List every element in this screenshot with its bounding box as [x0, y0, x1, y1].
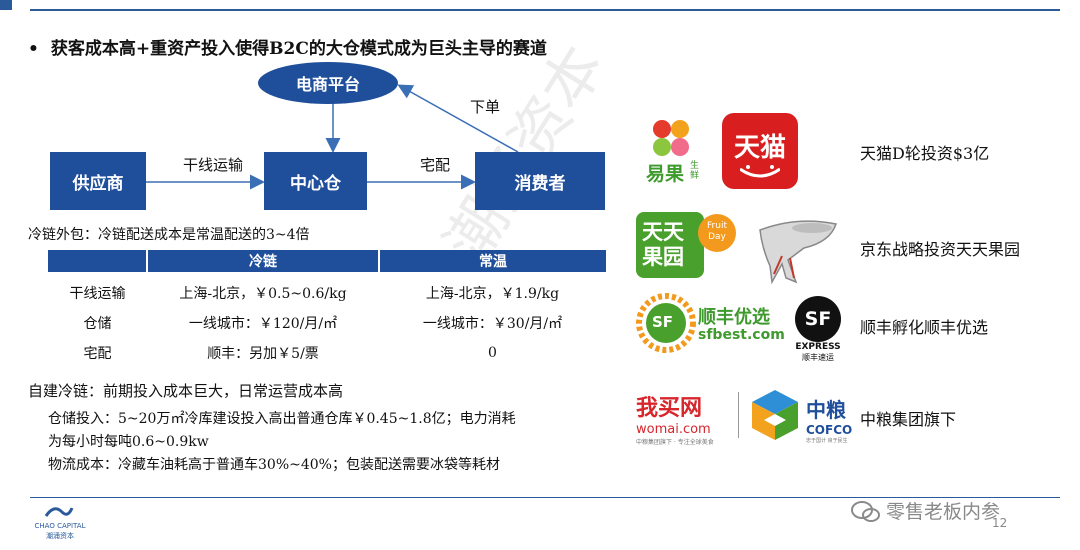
label-tmall: 天猫D轮投资$3亿	[860, 144, 990, 163]
bullet: •	[28, 39, 39, 59]
tmall-logo: 天猫	[722, 113, 798, 189]
sfbest-cn: 顺丰优选	[698, 307, 770, 328]
label-delivery: 宅配	[420, 156, 451, 174]
fruitday-line2: Day	[708, 232, 726, 242]
table-cell: 顺丰：另加￥5/票	[207, 346, 319, 362]
label-sf: 顺丰孵化顺丰优选	[860, 318, 989, 337]
table-cell: 上海-北京，￥1.9/kg	[425, 286, 560, 302]
womai-logo: 我买网 womai.com 中粮集团旗下 · 专注全球美食	[636, 390, 736, 446]
sf-express-mark: SF	[795, 296, 841, 342]
table-row: 干线运输 上海-北京，￥0.5~0.6/kg 上海-北京，￥1.9/kg	[48, 272, 606, 308]
table-cell: 宅配	[83, 346, 112, 362]
cofco-cn: 中粮	[806, 398, 846, 422]
yiguo-logo: 易果 生鲜	[640, 115, 712, 187]
jd-dog-icon	[759, 220, 837, 285]
node-center: 中心仓	[264, 152, 367, 210]
node-consumer: 消费者	[475, 152, 605, 210]
top-fragment	[0, 0, 12, 10]
node-supplier: 供应商	[50, 152, 146, 210]
table-header-empty	[48, 250, 147, 272]
fruitday-badge: Fruit Day	[698, 214, 736, 252]
brand-cn: 潮涌资本	[46, 532, 74, 540]
tmall-cat-face-icon	[740, 165, 780, 178]
womai-cn: 我买网	[636, 396, 703, 421]
arrow-order	[397, 84, 519, 153]
sf-express-en: EXPRESS	[795, 342, 841, 352]
yiguo-sub: 生鲜	[690, 161, 700, 181]
chao-capital-logo: CHAO CAPITAL 潮涌资本	[18, 500, 102, 544]
footer-rule	[30, 497, 1060, 498]
table-row: 宅配 顺丰：另加￥5/票 0	[48, 338, 606, 368]
tiantian-logo: 天天 果园	[636, 212, 704, 278]
cofco-cube-icon	[752, 390, 798, 440]
cofco-en: COFCO	[806, 423, 853, 437]
table-cell: 一线城市：￥120/月/㎡	[188, 316, 338, 332]
flow-arrows	[146, 84, 519, 190]
tiantian-line2: 果园	[642, 245, 684, 269]
womai-en: womai.com	[636, 422, 711, 437]
table-header-normal: 常温	[378, 250, 606, 272]
self-build-line2: 为每小时每吨0.6~0.9kw	[48, 434, 209, 450]
table-cell: 一线城市：￥30/月/㎡	[422, 316, 563, 332]
womai-tag: 中粮集团旗下 · 专注全球美食	[636, 439, 714, 446]
page-number: 12	[992, 516, 1008, 530]
fruitday-line1: Fruit	[707, 221, 727, 231]
label-jd: 京东战略投资天天果园	[860, 240, 1021, 259]
cost-table: 冷链 常温 干线运输 上海-北京，￥0.5~0.6/kg 上海-北京，￥1.9/…	[48, 250, 606, 368]
brand-en: CHAO CAPITAL	[34, 522, 86, 530]
label-order: 下单	[470, 98, 501, 116]
table-cell: 上海-北京，￥0.5~0.6/kg	[179, 286, 347, 302]
self-build-line1: 仓储投入：5~20万㎡冷库建设投入高出普通仓库￥0.45~1.8亿；电力消耗	[48, 411, 516, 427]
self-build-title: 自建冷链：前期投入成本巨大，日常运营成本高	[28, 382, 344, 400]
sfbest-logo: SF 顺丰优选 sfbest.com	[636, 293, 786, 353]
table-row: 仓储 一线城市：￥120/月/㎡ 一线城市：￥30/月/㎡	[48, 308, 606, 338]
self-build-line3: 物流成本：冷藏车油耗高于普通车30%~40%；包装配送需要冰袋等耗材	[48, 457, 500, 473]
top-rule	[0, 0, 1060, 12]
cofco-logo: 中粮 COFCO 忠于国计 良于民生	[806, 394, 858, 444]
label-trunk: 干线运输	[183, 156, 244, 174]
chao-wave-icon	[44, 507, 74, 517]
table-cell: 干线运输	[69, 286, 126, 302]
yiguo-text: 易果	[646, 163, 685, 185]
label-cofco: 中粮集团旗下	[860, 410, 957, 429]
sf-express-cn: 顺丰速运	[802, 353, 834, 362]
node-platform: 电商平台	[258, 62, 398, 104]
table-header-cold: 冷链	[146, 250, 379, 272]
logo-divider	[738, 392, 739, 438]
sf-express-logo: SF EXPRESS 顺丰速运	[790, 296, 846, 368]
sfbest-mark: SF	[652, 313, 674, 331]
tmall-text: 天猫	[733, 133, 786, 163]
wechat-icon	[851, 501, 880, 522]
watermark-text: 零售老板内参	[886, 501, 1001, 523]
outsource-note: 冷链外包：冷链配送成本是常温配送的3~4倍	[28, 227, 310, 243]
headline-text: 获客成本高+重资产投入使得B2C的大仓模式成为巨头主导的赛道	[50, 39, 547, 59]
cofco-tag: 忠于国计 良于民生	[806, 438, 848, 444]
slide-headline: • 获客成本高+重资产投入使得B2C的大仓模式成为巨头主导的赛道	[28, 34, 547, 59]
sfbest-en: sfbest.com	[698, 327, 785, 343]
table-header-row: 冷链 常温	[48, 250, 606, 272]
table-cell: 仓储	[83, 316, 112, 332]
top-bar	[30, 9, 1060, 11]
tiantian-line1: 天天	[642, 220, 684, 244]
sfbest-sun-icon	[636, 293, 696, 353]
table-cell: 0	[488, 345, 497, 361]
